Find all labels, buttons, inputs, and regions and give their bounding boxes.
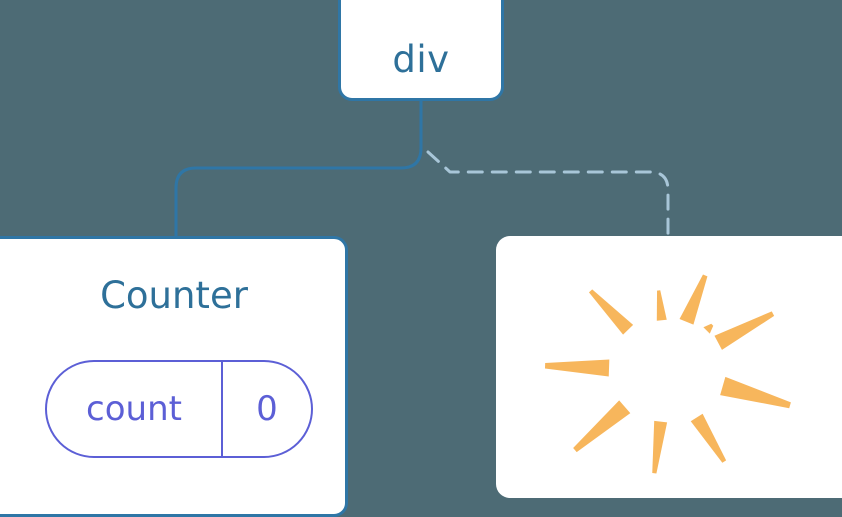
state-key-label: count [47,362,223,456]
edge-div-to-counter [174,99,423,242]
edge-div-to-burst [426,150,670,242]
burst-ray-7 [690,413,727,463]
burst-ray-4 [544,359,610,377]
node-counter-label: Counter [100,274,248,317]
node-burst[interactable] [496,236,842,498]
burst-ray-6 [652,420,668,474]
node-div-label: div [392,38,450,81]
burst-ray-3 [588,289,634,335]
sparkle-burst-icon [544,274,791,474]
burst-ray-5 [573,400,631,453]
burst-ray-9 [714,311,775,350]
burst-ray-10 [703,323,714,334]
burst-ray-8 [720,376,791,409]
burst-ray-1 [679,274,708,325]
state-value-label: 0 [256,389,278,429]
node-counter[interactable]: Counter count 0 [0,236,348,517]
node-div[interactable]: div [338,0,504,101]
state-pill-count[interactable]: count 0 [45,360,313,458]
burst-ray-2 [656,290,667,321]
